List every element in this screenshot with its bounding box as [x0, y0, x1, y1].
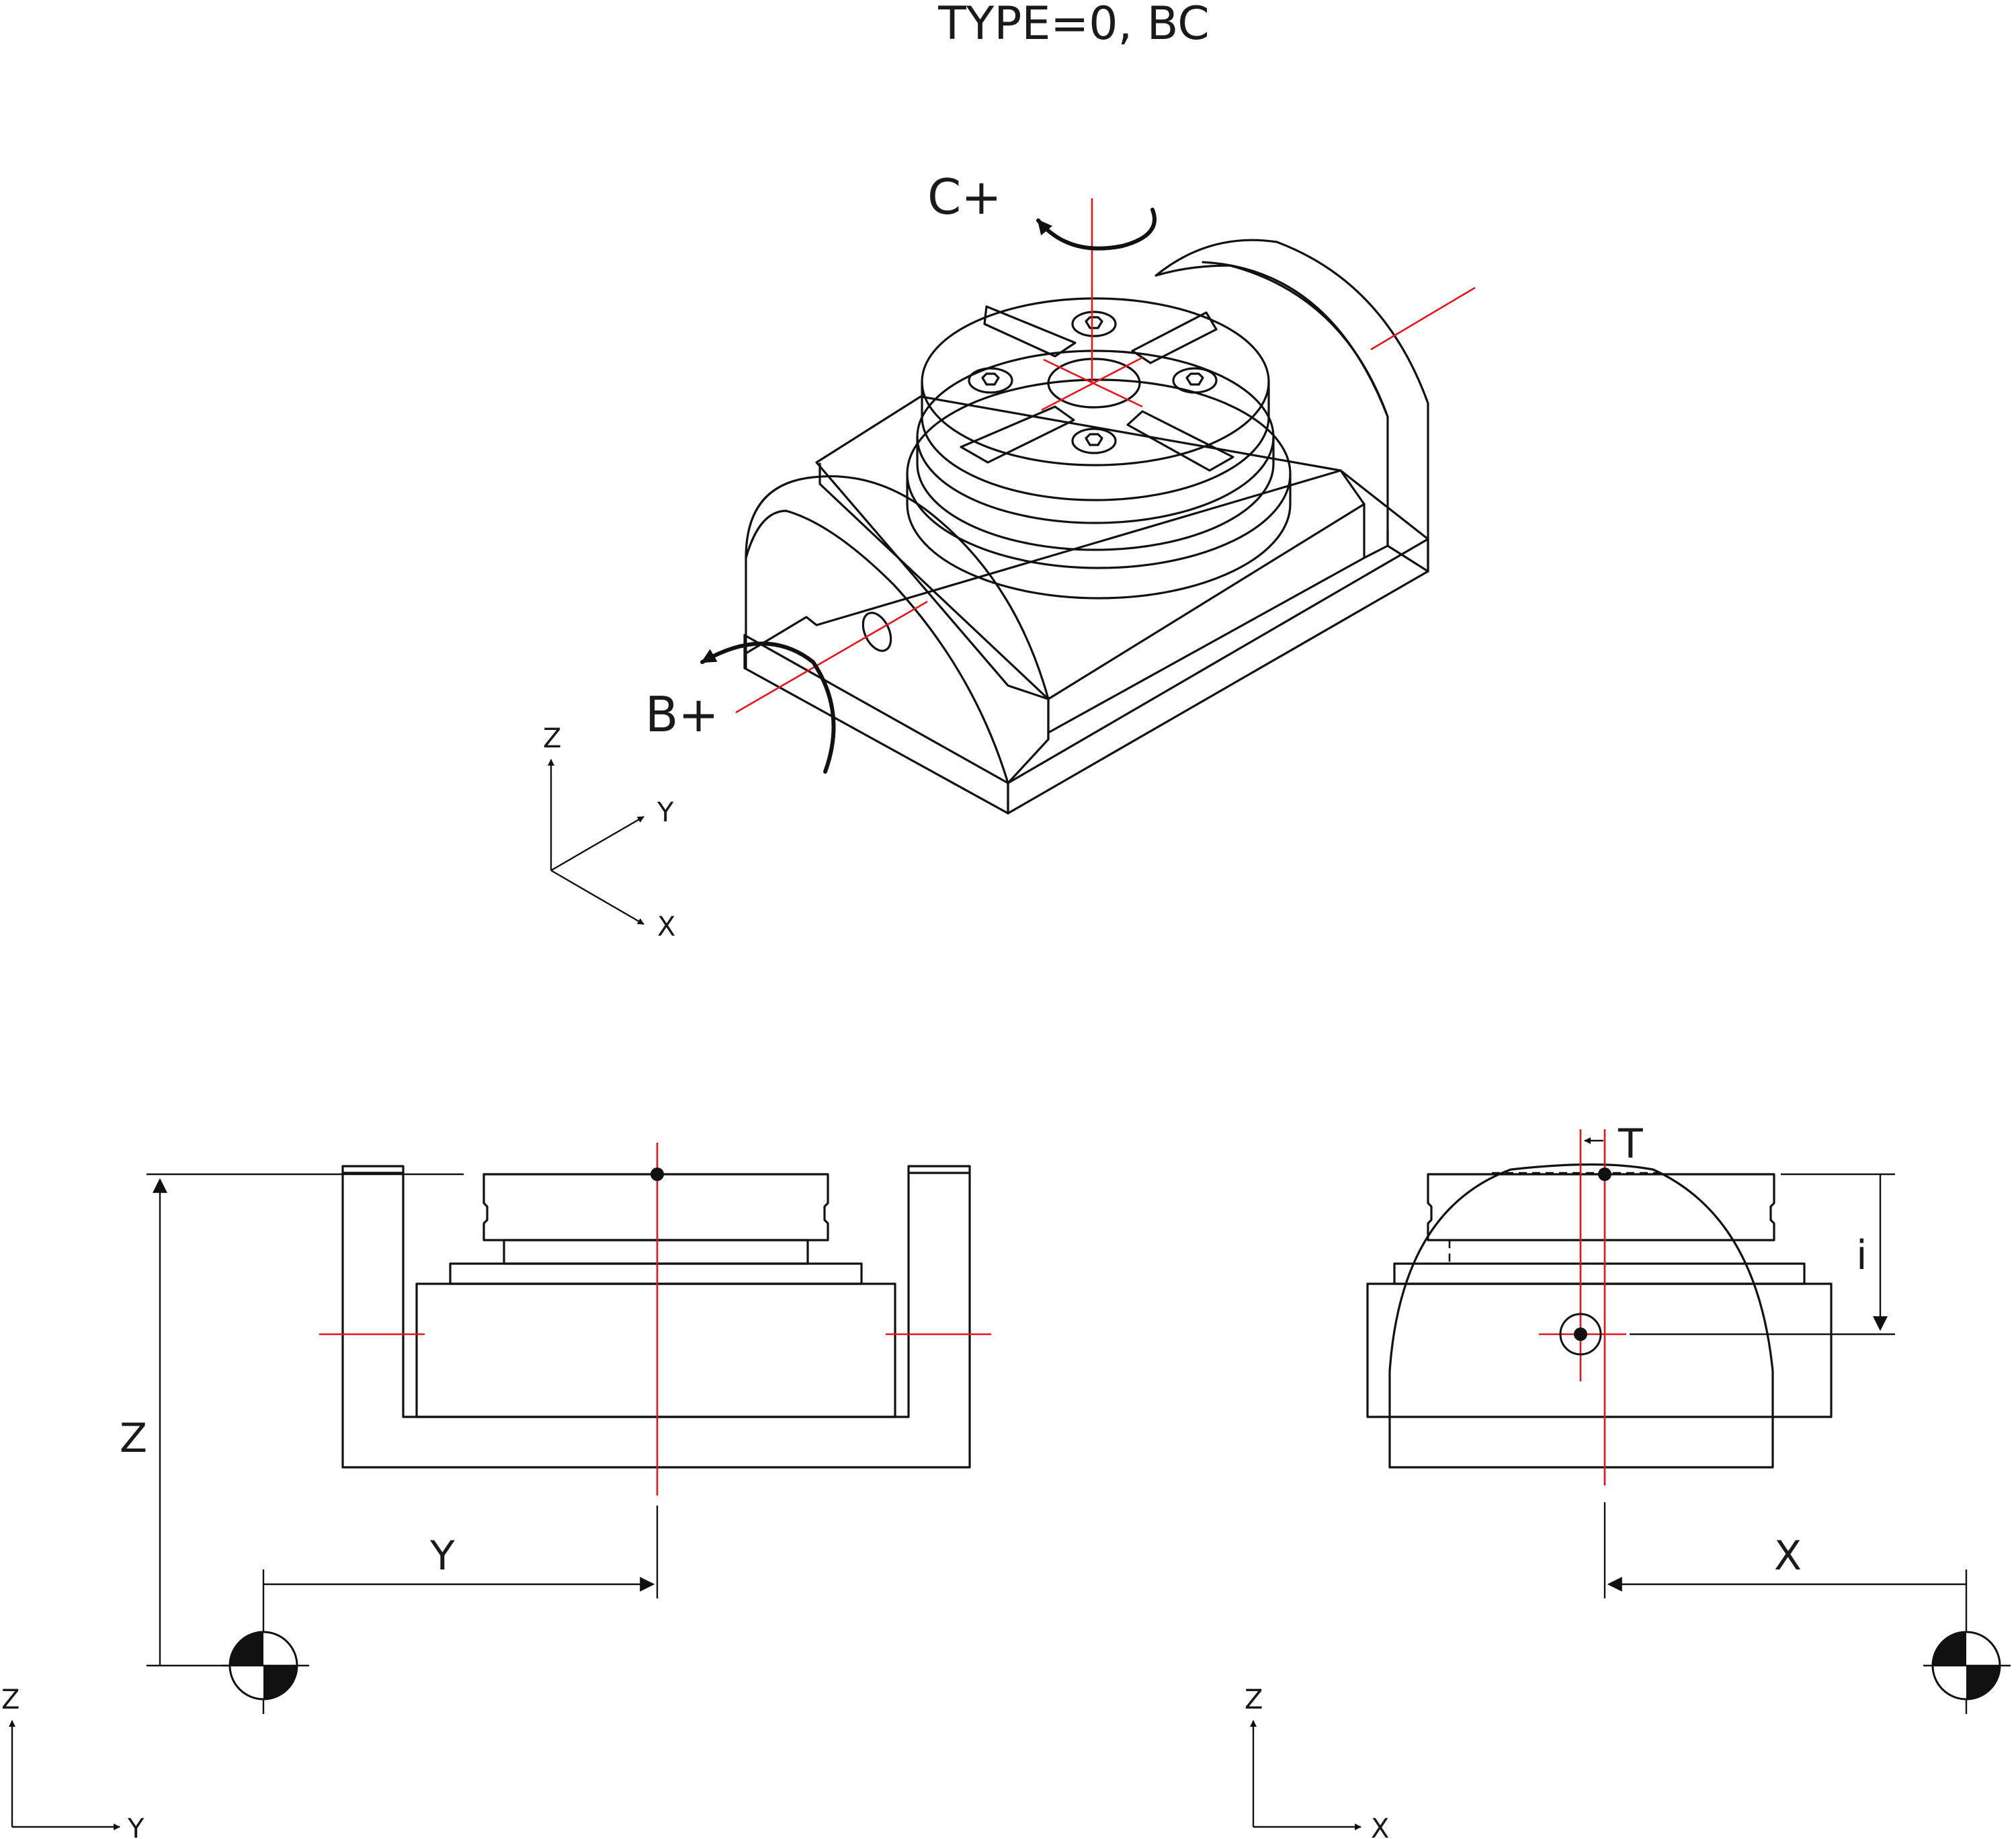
dim-i-label: i [1856, 1232, 1867, 1279]
front-dimensions: Z Y [120, 1173, 659, 1714]
trunnion-left [745, 475, 1050, 815]
diagram-title: TYPE=0, BC [937, 0, 1209, 50]
front-red-axes [319, 1143, 991, 1496]
rotary-table [906, 297, 1292, 600]
side-origin-icon [1923, 1631, 2011, 1701]
trunnion-right [1154, 239, 1429, 573]
iso-y-label: Y [657, 797, 674, 828]
iso-z-label: Z [543, 723, 561, 754]
front-table [415, 1173, 896, 1418]
side-table-point [1598, 1168, 1611, 1181]
table-cross-line-2 [1041, 356, 1143, 411]
front-frame [341, 1165, 971, 1469]
c-plus-label: C+ [927, 169, 1002, 225]
side-red-axes [1539, 1129, 1626, 1485]
t-slots [960, 305, 1234, 472]
isometric-view: C+ B+ Z Y X [543, 169, 1476, 942]
iso-x-label: X [657, 911, 675, 942]
iso-x-arrow [550, 869, 644, 926]
b-plus-label: B+ [645, 686, 719, 743]
dim-z-label: Z [120, 1415, 147, 1462]
front-y-label: Y [127, 1813, 144, 1839]
iso-y-arrow [550, 815, 644, 872]
front-origin-icon [222, 1631, 309, 1701]
side-pivot-marker [1559, 1313, 1602, 1356]
trunnion-bore [862, 612, 892, 652]
b-axis-line-right [1370, 286, 1476, 351]
side-x-label: X [1371, 1813, 1389, 1839]
iso-axis-triad: Z Y X [543, 723, 675, 942]
front-z-label: Z [1, 1684, 19, 1715]
side-hidden-lines [1390, 1172, 1773, 1418]
front-axis-triad: Z Y [1, 1684, 144, 1839]
b-rotation-arrow: B+ [645, 641, 836, 774]
side-dimensions: T i X [1584, 1120, 1968, 1714]
c-rotation-arrow: C+ [927, 169, 1157, 251]
dim-t-label: T [1618, 1120, 1643, 1168]
table-bolts [968, 311, 1218, 454]
front-view: Z Y Z Y [1, 1143, 991, 1839]
dim-y-label: Y [429, 1532, 455, 1580]
side-table [1366, 1163, 1833, 1469]
iso-axis-lines [735, 198, 1476, 714]
side-z-label: Z [1245, 1684, 1263, 1715]
dim-x-label: X [1774, 1532, 1802, 1580]
center-bore [1047, 358, 1141, 409]
side-axis-triad: Z X [1245, 1684, 1389, 1839]
b-axis-line-left [735, 600, 928, 714]
side-view: T i X Z X [1245, 1120, 2011, 1839]
front-pivot-point [650, 1168, 664, 1181]
